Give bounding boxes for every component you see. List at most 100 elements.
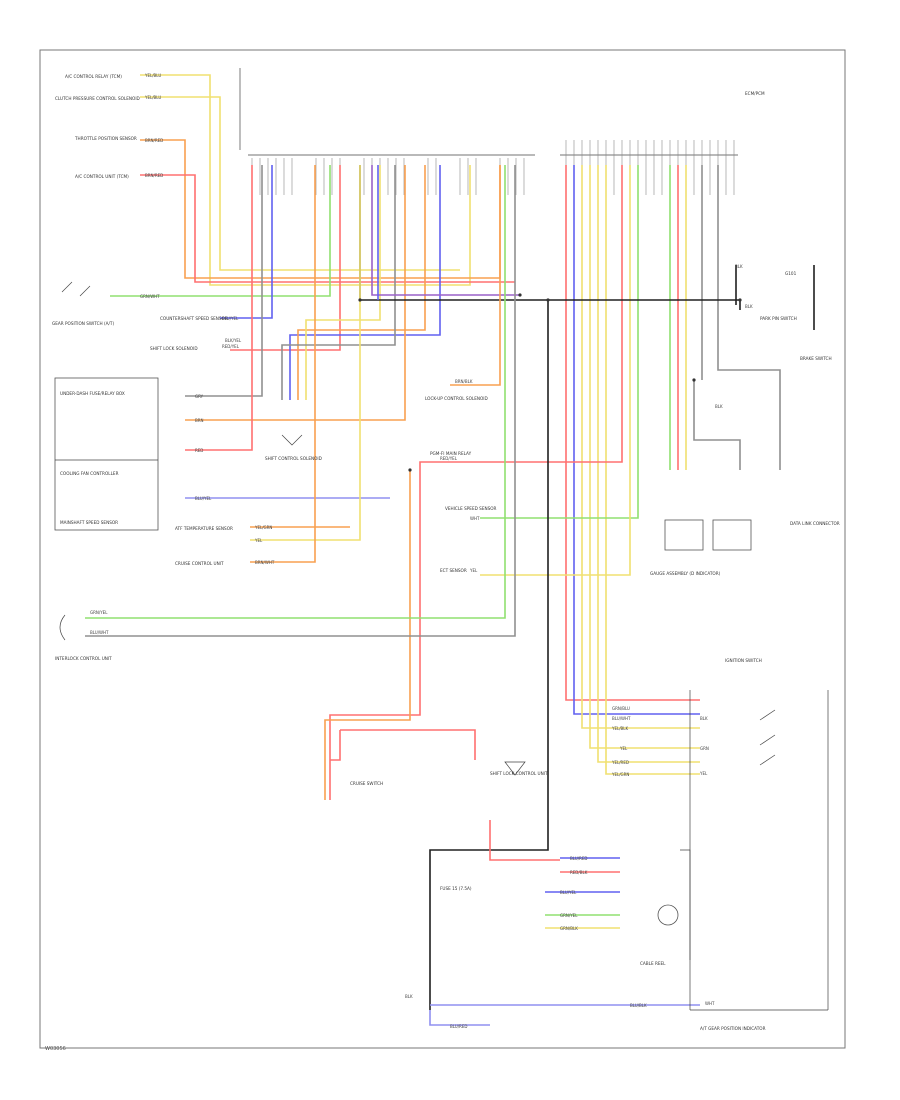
- tag-42: YEL: [699, 771, 708, 776]
- label-shift-lock: SHIFT LOCK SOLENOID: [150, 346, 198, 351]
- label-countershaft-speed: COUNTERSHAFT SPEED SENSOR: [160, 316, 228, 321]
- label-ignition-switch: IGNITION SWITCH: [725, 658, 762, 663]
- wire-bundle-1: [289, 165, 441, 400]
- tag-16: BLU/WHT: [90, 630, 109, 635]
- label-cooling-fan-controller: COOLING FAN CONTROLLER: [60, 471, 119, 476]
- tag-5: GRN/WHT: [140, 294, 160, 299]
- wire-violet: [371, 165, 520, 296]
- wire-red-1: [185, 165, 253, 451]
- tag-31: GRN/BLK: [560, 926, 578, 931]
- wire-r-blu: [573, 165, 700, 715]
- tag-23: YEL/BLK: [611, 726, 629, 731]
- wire-gry-1: [185, 165, 263, 397]
- tag-2: YEL/BLU: [144, 95, 161, 100]
- tag-39: BLK: [405, 994, 413, 999]
- countershaft-box: [712, 519, 752, 551]
- label-park-pin: PARK PIN SWITCH: [760, 316, 797, 321]
- wire-blk-bus-2: [429, 300, 549, 1010]
- wire-brn-mid: [250, 165, 316, 563]
- tag-11: BLU/YEL: [195, 496, 212, 501]
- wire-r-red-2: [329, 165, 623, 800]
- label-gear-indicator: A/T GEAR POSITION INDICATOR: [700, 1026, 766, 1031]
- tag-14: BRN/WHT: [255, 560, 275, 565]
- ac-control-unit-box: [54, 377, 159, 531]
- tag-10: RED: [195, 448, 203, 453]
- label-clutch-pressure-solenoid: CLUTCH PRESSURE CONTROL SOLENOID: [55, 96, 140, 101]
- wire-r-gry-2: [717, 165, 781, 470]
- wire-orange-long: [324, 470, 411, 800]
- tag-37: WHT: [705, 1001, 715, 1006]
- tag-3: BRN/RED: [145, 138, 163, 143]
- wire-blk-bus: [359, 165, 740, 301]
- tag-41: GRN: [700, 746, 709, 751]
- ecm-pin-stubs-left: [251, 158, 525, 195]
- label-shift-control: SHIFT CONTROL SOLENOID: [265, 456, 322, 461]
- fuse-triangle: [504, 761, 526, 776]
- tag-9: BRN: [195, 418, 204, 423]
- label-interlock: INTERLOCK CONTROL UNIT: [55, 656, 112, 661]
- tag-35: BLK: [715, 404, 723, 409]
- tag-26: YEL/GRN: [611, 772, 629, 777]
- cable-reel-circle: [657, 904, 679, 926]
- label-ac-control-unit: A/C CONTROL UNIT (TCM): [75, 174, 129, 179]
- wire-brn-red-2: [140, 174, 515, 283]
- tag-38: BLK/YEL: [225, 338, 242, 343]
- label-shift-lock-control: SHIFT LOCK CONTROL UNIT: [490, 771, 548, 776]
- tag-1: YEL/BLU: [144, 73, 161, 78]
- label-pgm-fi: PGM-FI MAIN RELAY: [430, 451, 472, 456]
- label-cable-reel: CABLE REEL: [640, 961, 666, 966]
- wire-brn-down: [450, 165, 501, 386]
- tag-25: YEL/RED: [611, 760, 629, 765]
- label-throttle-position-sensor: THROTTLE POSITION SENSOR: [74, 136, 137, 141]
- label-ecm-pcm: ECM/PCM: [745, 91, 765, 96]
- wire-red-lower-2: [489, 820, 560, 861]
- diagram-frame: [39, 49, 846, 1049]
- wire-brn-1: [185, 165, 406, 421]
- diagram-ref: W03056: [45, 1046, 66, 1052]
- label-lock-up: LOCK-UP CONTROL SOLENOID: [425, 396, 488, 401]
- wire-r-yel-1: [581, 165, 700, 729]
- tag-32: BLU/BLK: [630, 1003, 647, 1008]
- wire-yel-blu-1: [140, 74, 471, 286]
- tag-24: YEL: [619, 746, 628, 751]
- label-cruise-switch: CRUISE SWITCH: [350, 781, 383, 786]
- switch-symbol: [61, 281, 91, 297]
- wire-grn-sensor: [85, 165, 506, 619]
- tag-8: GRY: [195, 394, 204, 399]
- label-ground: G101: [785, 271, 797, 276]
- tag-30: GRN/YEL: [560, 913, 578, 918]
- label-gauge-assembly: GAUGE ASSEMBLY (D INDICATOR): [650, 571, 721, 576]
- wire-bundle-4: [281, 165, 396, 400]
- tag-22: BLU/WHT: [612, 716, 631, 721]
- label-ac-control-relay: A/C CONTROL RELAY (TCM): [65, 74, 122, 79]
- label-gear-position-switch: GEAR POSITION SWITCH (A/T): [52, 321, 114, 326]
- label-data-link: DATA LINK CONNECTOR: [790, 521, 840, 526]
- wire-yel-blu-2: [140, 96, 460, 271]
- tag-12: YEL/GRN: [254, 525, 272, 530]
- wire-blu-gnd: [429, 1010, 490, 1026]
- wire-bundle-2: [297, 165, 426, 400]
- tag-40: BLK: [700, 716, 708, 721]
- wire-bundle-3: [305, 165, 381, 400]
- wire-red-lower: [330, 729, 476, 761]
- wire-r-red-1: [565, 165, 700, 701]
- wire-brn-red-1: [140, 139, 501, 279]
- gauge-bracket: [689, 690, 829, 1011]
- ecm-pin-stubs-right: [565, 140, 735, 195]
- tag-6: BLU/YEL: [222, 316, 239, 321]
- wire-r-grn-1: [480, 165, 639, 519]
- wire-blk-fan: [735, 265, 815, 330]
- junction-dots: [358, 293, 742, 472]
- tag-13: YEL: [254, 538, 263, 543]
- label-brake-switch: BRAKE SWITCH: [800, 356, 832, 361]
- tag-29: BLU/YEL: [560, 890, 577, 895]
- tag-20: YEL: [469, 568, 478, 573]
- tag-27: BLU/RED: [570, 856, 587, 861]
- label-under-dash-fuse-box: UNDER-DASH FUSE/RELAY BOX: [60, 391, 125, 396]
- label-mainshaft-speed: MAINSHAFT SPEED SENSOR: [60, 520, 118, 525]
- wire-yel-mid-1: [250, 165, 361, 541]
- wire-grn-wht: [110, 165, 331, 297]
- tag-19: WHT: [470, 516, 480, 521]
- wire-r-yel-2: [589, 165, 700, 749]
